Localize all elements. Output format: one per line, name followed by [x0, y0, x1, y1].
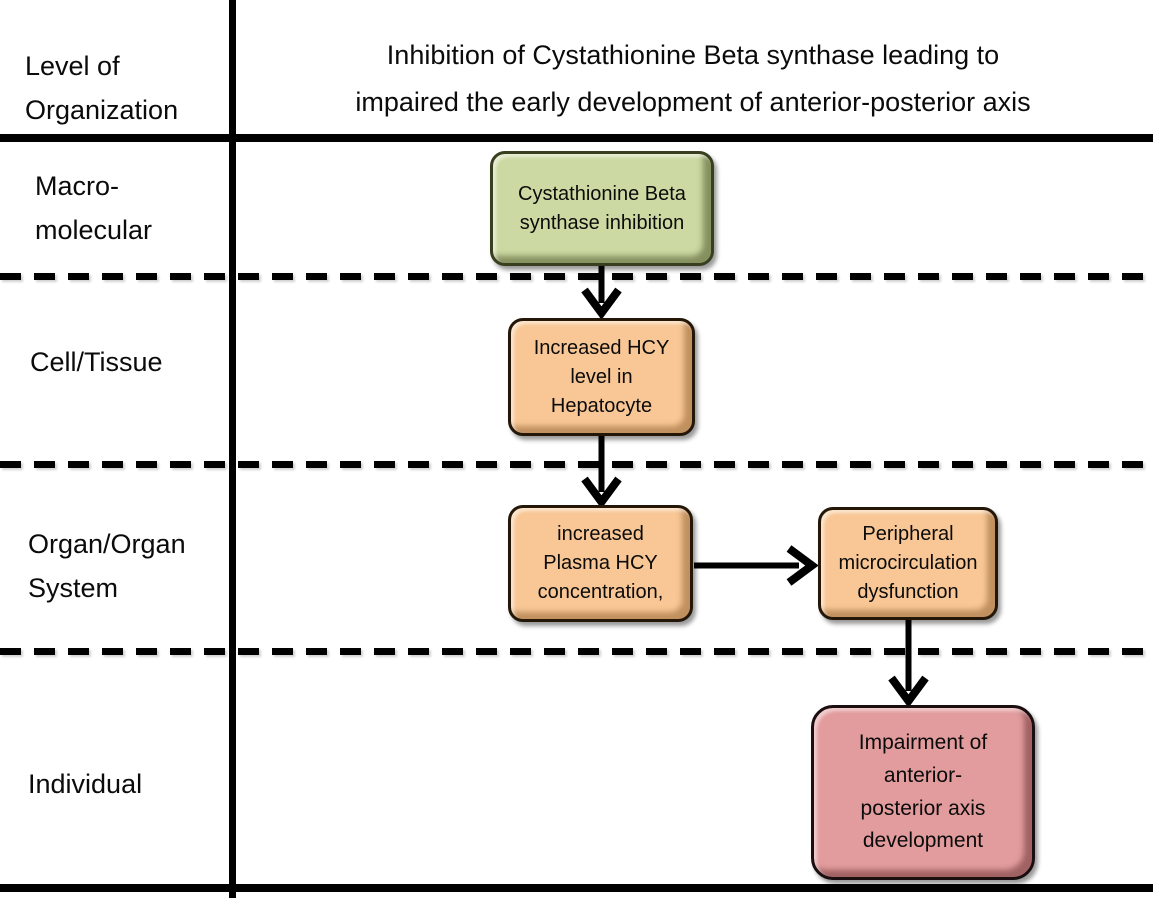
level-label-individual: Individual [28, 769, 143, 799]
arrow-head-right-icon [786, 545, 819, 586]
node-axis-impairment-text: Impairment of anterior- posterior axis d… [858, 731, 988, 853]
node-plasma-hcy: increased Plasma HCY concentration, [508, 505, 693, 622]
level-label-macromolecular: Macro- molecular [35, 171, 153, 245]
node-microcirculation: Peripheral microcirculation dysfunction [818, 507, 998, 620]
node-plasma-hcy-text: increased Plasma HCY concentration, [537, 523, 664, 603]
node-cbs-inhibition-text: Cystathionine Beta synthase inhibition [518, 182, 686, 234]
column-divider-line [229, 0, 236, 898]
node-hcy-hepatocyte: Increased HCY level in Hepatocyte [508, 318, 695, 436]
arrow-head-down-icon [581, 287, 622, 320]
arrow-plasma-to-microcirculation [694, 545, 819, 586]
level-divider-dashed-3 [0, 648, 1153, 655]
node-hcy-hepatocyte-text: Increased HCY level in Hepatocyte [533, 336, 670, 417]
bottom-border-line [0, 884, 1153, 892]
arrow-head-down-icon [888, 675, 929, 708]
arrow-microcirculation-to-impairment [888, 619, 929, 708]
level-divider-dashed-1 [0, 273, 1153, 280]
header-divider-line [0, 134, 1153, 142]
level-label-cell-tissue: Cell/Tissue [30, 347, 163, 377]
arrow-head-down-icon [581, 476, 622, 509]
level-divider-dashed-2 [0, 461, 1153, 468]
node-axis-impairment: Impairment of anterior- posterior axis d… [811, 705, 1035, 880]
node-microcirculation-text: Peripheral microcirculation dysfunction [838, 523, 978, 603]
pathway-title: Inhibition of Cystathionine Beta synthas… [355, 40, 1031, 117]
node-cbs-inhibition: Cystathionine Beta synthase inhibition [490, 151, 714, 266]
level-label-organ-system: Organ/Organ System [28, 529, 186, 603]
arrow-hepatocyte-to-plasma [581, 434, 622, 509]
level-of-organization-header: Level of Organization [25, 51, 179, 125]
